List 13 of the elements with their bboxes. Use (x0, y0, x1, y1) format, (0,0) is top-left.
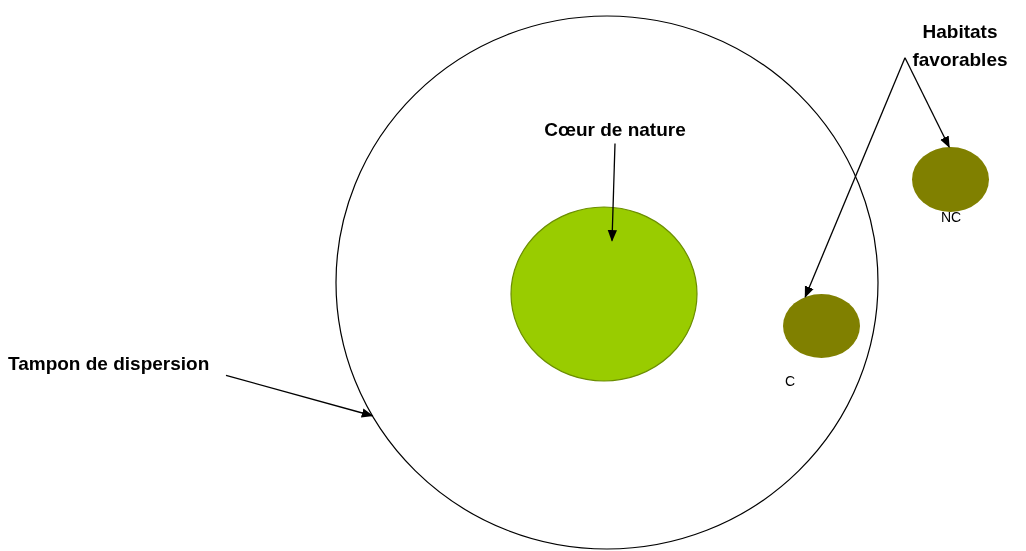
habitat-patch (782, 293, 861, 359)
callout-text: Tampon de dispersion (8, 350, 226, 378)
leader-arrow (225, 374, 374, 418)
habitat-patch (911, 146, 990, 213)
callout-text: Cœur de nature (505, 116, 725, 144)
callout-text: Habitats favorables (905, 18, 1015, 74)
buffer-ring (335, 15, 879, 550)
leader-arrow (904, 57, 950, 149)
leader-arrow (607, 142, 618, 242)
patch-label: NC (941, 209, 962, 225)
leader-arrow (804, 57, 906, 299)
habitat-patch (510, 206, 698, 382)
patch-label: C (785, 373, 796, 389)
